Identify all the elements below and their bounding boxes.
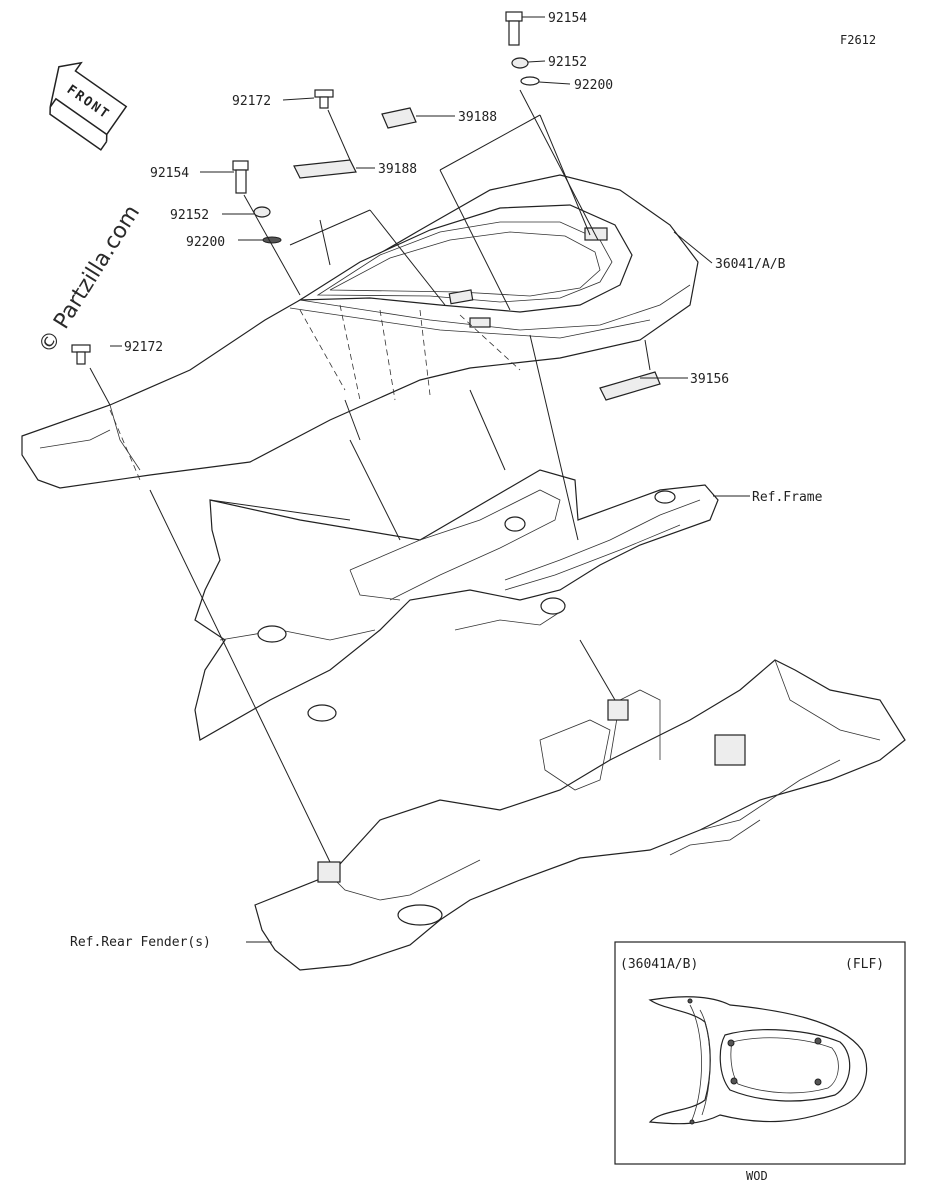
seat-assembly [21,174,699,489]
callout-92200-left: 92200 [186,235,225,250]
sticker-39188-a-icon [381,107,417,129]
rivet-92172-top-icon [314,89,334,109]
washer-92200-top-icon [520,76,540,86]
callout-92152-left: 92152 [170,208,209,223]
inset-seat-view [648,996,868,1125]
callout-39188-a: 39188 [458,110,497,125]
bolt-92154-top-icon [505,11,523,46]
watermark: © Partzilla.com [34,201,145,358]
inset-box: (36041A/B) (FLF) WOD [614,941,906,1183]
washer-92152-top-icon [511,57,529,69]
sticker-39188-b-icon [293,159,357,179]
callout-92172-left: 92172 [124,340,163,355]
callout-39156: 39156 [690,372,729,387]
callout-92152-top: 92152 [548,55,587,70]
sticker-39156-icon [599,371,661,401]
callout-ref-frame: Ref.Frame [752,490,823,505]
callout-92154-top: 92154 [548,11,587,26]
callout-39188-b: 39188 [378,162,417,177]
callout-92200-top: 92200 [574,78,613,93]
frame [194,469,719,741]
front-arrow-icon: FRONT [49,61,128,151]
bolt-92154-left-icon [232,160,249,194]
inset-left-label: (36041A/B) [620,957,698,972]
rear-fender [254,659,906,971]
inset-right-label: (FLF) [845,957,884,972]
figure-code: F2612 [840,33,876,47]
callout-92172-top: 92172 [232,94,271,109]
leader-lines [89,16,750,943]
callout-92154-left: 92154 [150,166,189,181]
washer-92200-left-icon [262,236,282,244]
inset-bottom-label: WOD [746,1169,768,1183]
callout-36041: 36041/A/B [715,257,786,272]
washer-92152-left-icon [253,206,271,218]
rivet-92172-left-icon [71,344,91,365]
callout-ref-rear-fender: Ref.Rear Fender(s) [70,935,211,950]
